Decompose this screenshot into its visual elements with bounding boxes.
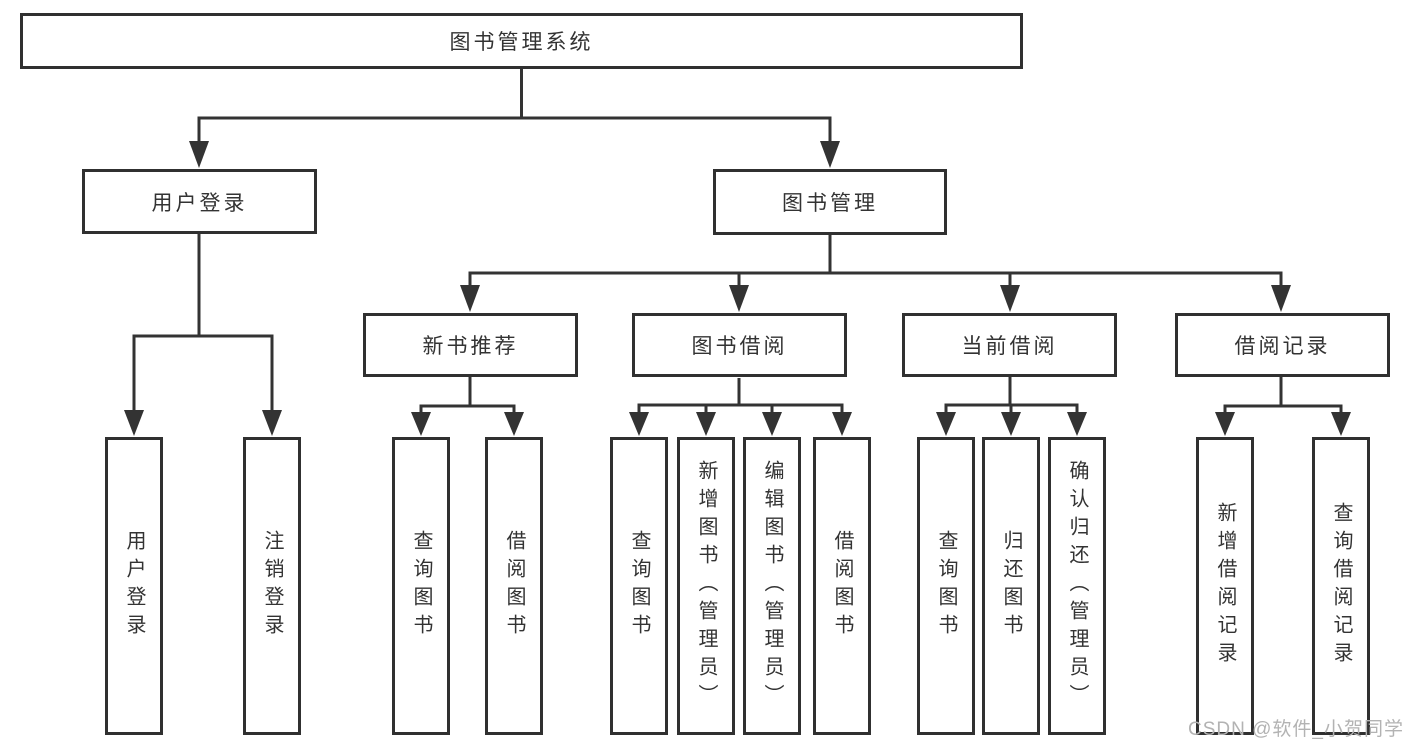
edge-mgmt-to-level3 (460, 235, 1291, 312)
edge-borrow-to-leaves (629, 378, 852, 436)
edge-current-to-leaves (936, 377, 1087, 436)
edge-recommend-to-leaves (411, 377, 524, 436)
leaf-logout: 注销登录 (243, 437, 301, 735)
arrowhead (1000, 285, 1020, 312)
arrowhead (936, 412, 956, 436)
arrowhead (1215, 412, 1235, 436)
node-new-book-recommend: 新书推荐 (363, 313, 578, 377)
leaf-user-login: 用户登录 (105, 437, 163, 735)
arrowhead (1271, 285, 1291, 312)
arrowhead (460, 285, 480, 312)
arrowhead (820, 141, 840, 168)
edge-line (944, 377, 1079, 414)
edge-line (468, 235, 1283, 286)
arrowhead (262, 410, 282, 436)
leaf-return-books: 归还图书 (982, 437, 1040, 735)
leaf-query-borrow-record: 查询借阅记录 (1312, 437, 1370, 735)
edge-line (419, 377, 516, 414)
node-book-management: 图书管理 (713, 169, 947, 235)
leaf-borrow-books-recommend: 借阅图书 (485, 437, 543, 735)
arrowhead (1001, 412, 1021, 436)
arrowhead (124, 410, 144, 436)
node-borrow-records: 借阅记录 (1175, 313, 1390, 377)
node-library-management-system: 图书管理系统 (20, 13, 1023, 69)
node-book-borrow: 图书借阅 (632, 313, 847, 377)
leaf-query-books-borrow: 查询图书 (610, 437, 668, 735)
edge-records-to-leaves (1215, 377, 1351, 436)
csdn-watermark: CSDN @软件_小贺同学 (1188, 719, 1404, 740)
node-current-borrow: 当前借阅 (902, 313, 1117, 377)
edge-line (197, 69, 832, 144)
edge-root-to-level2 (189, 69, 840, 168)
leaf-query-books-current: 查询图书 (917, 437, 975, 735)
edge-line (1223, 377, 1343, 414)
node-user-login: 用户登录 (82, 169, 317, 234)
arrowhead (762, 412, 782, 436)
arrowhead (629, 412, 649, 436)
edge-line (132, 234, 274, 412)
leaf-query-books-recommend: 查询图书 (392, 437, 450, 735)
leaf-edit-books-admin: 编辑图书（管理员） (743, 437, 801, 735)
leaf-confirm-return-admin: 确认归还（管理员） (1048, 437, 1106, 735)
arrowhead (504, 412, 524, 436)
arrowhead (411, 412, 431, 436)
arrowhead (189, 141, 209, 168)
edge-login-to-leaves (124, 234, 282, 436)
leaf-add-books-admin: 新增图书（管理员） (677, 437, 735, 735)
arrowhead (832, 412, 852, 436)
arrowhead (696, 412, 716, 436)
arrowhead (729, 285, 749, 312)
leaf-add-borrow-record: 新增借阅记录 (1196, 437, 1254, 735)
arrowhead (1067, 412, 1087, 436)
leaf-borrow-books: 借阅图书 (813, 437, 871, 735)
edge-line (637, 378, 844, 414)
arrowhead (1331, 412, 1351, 436)
